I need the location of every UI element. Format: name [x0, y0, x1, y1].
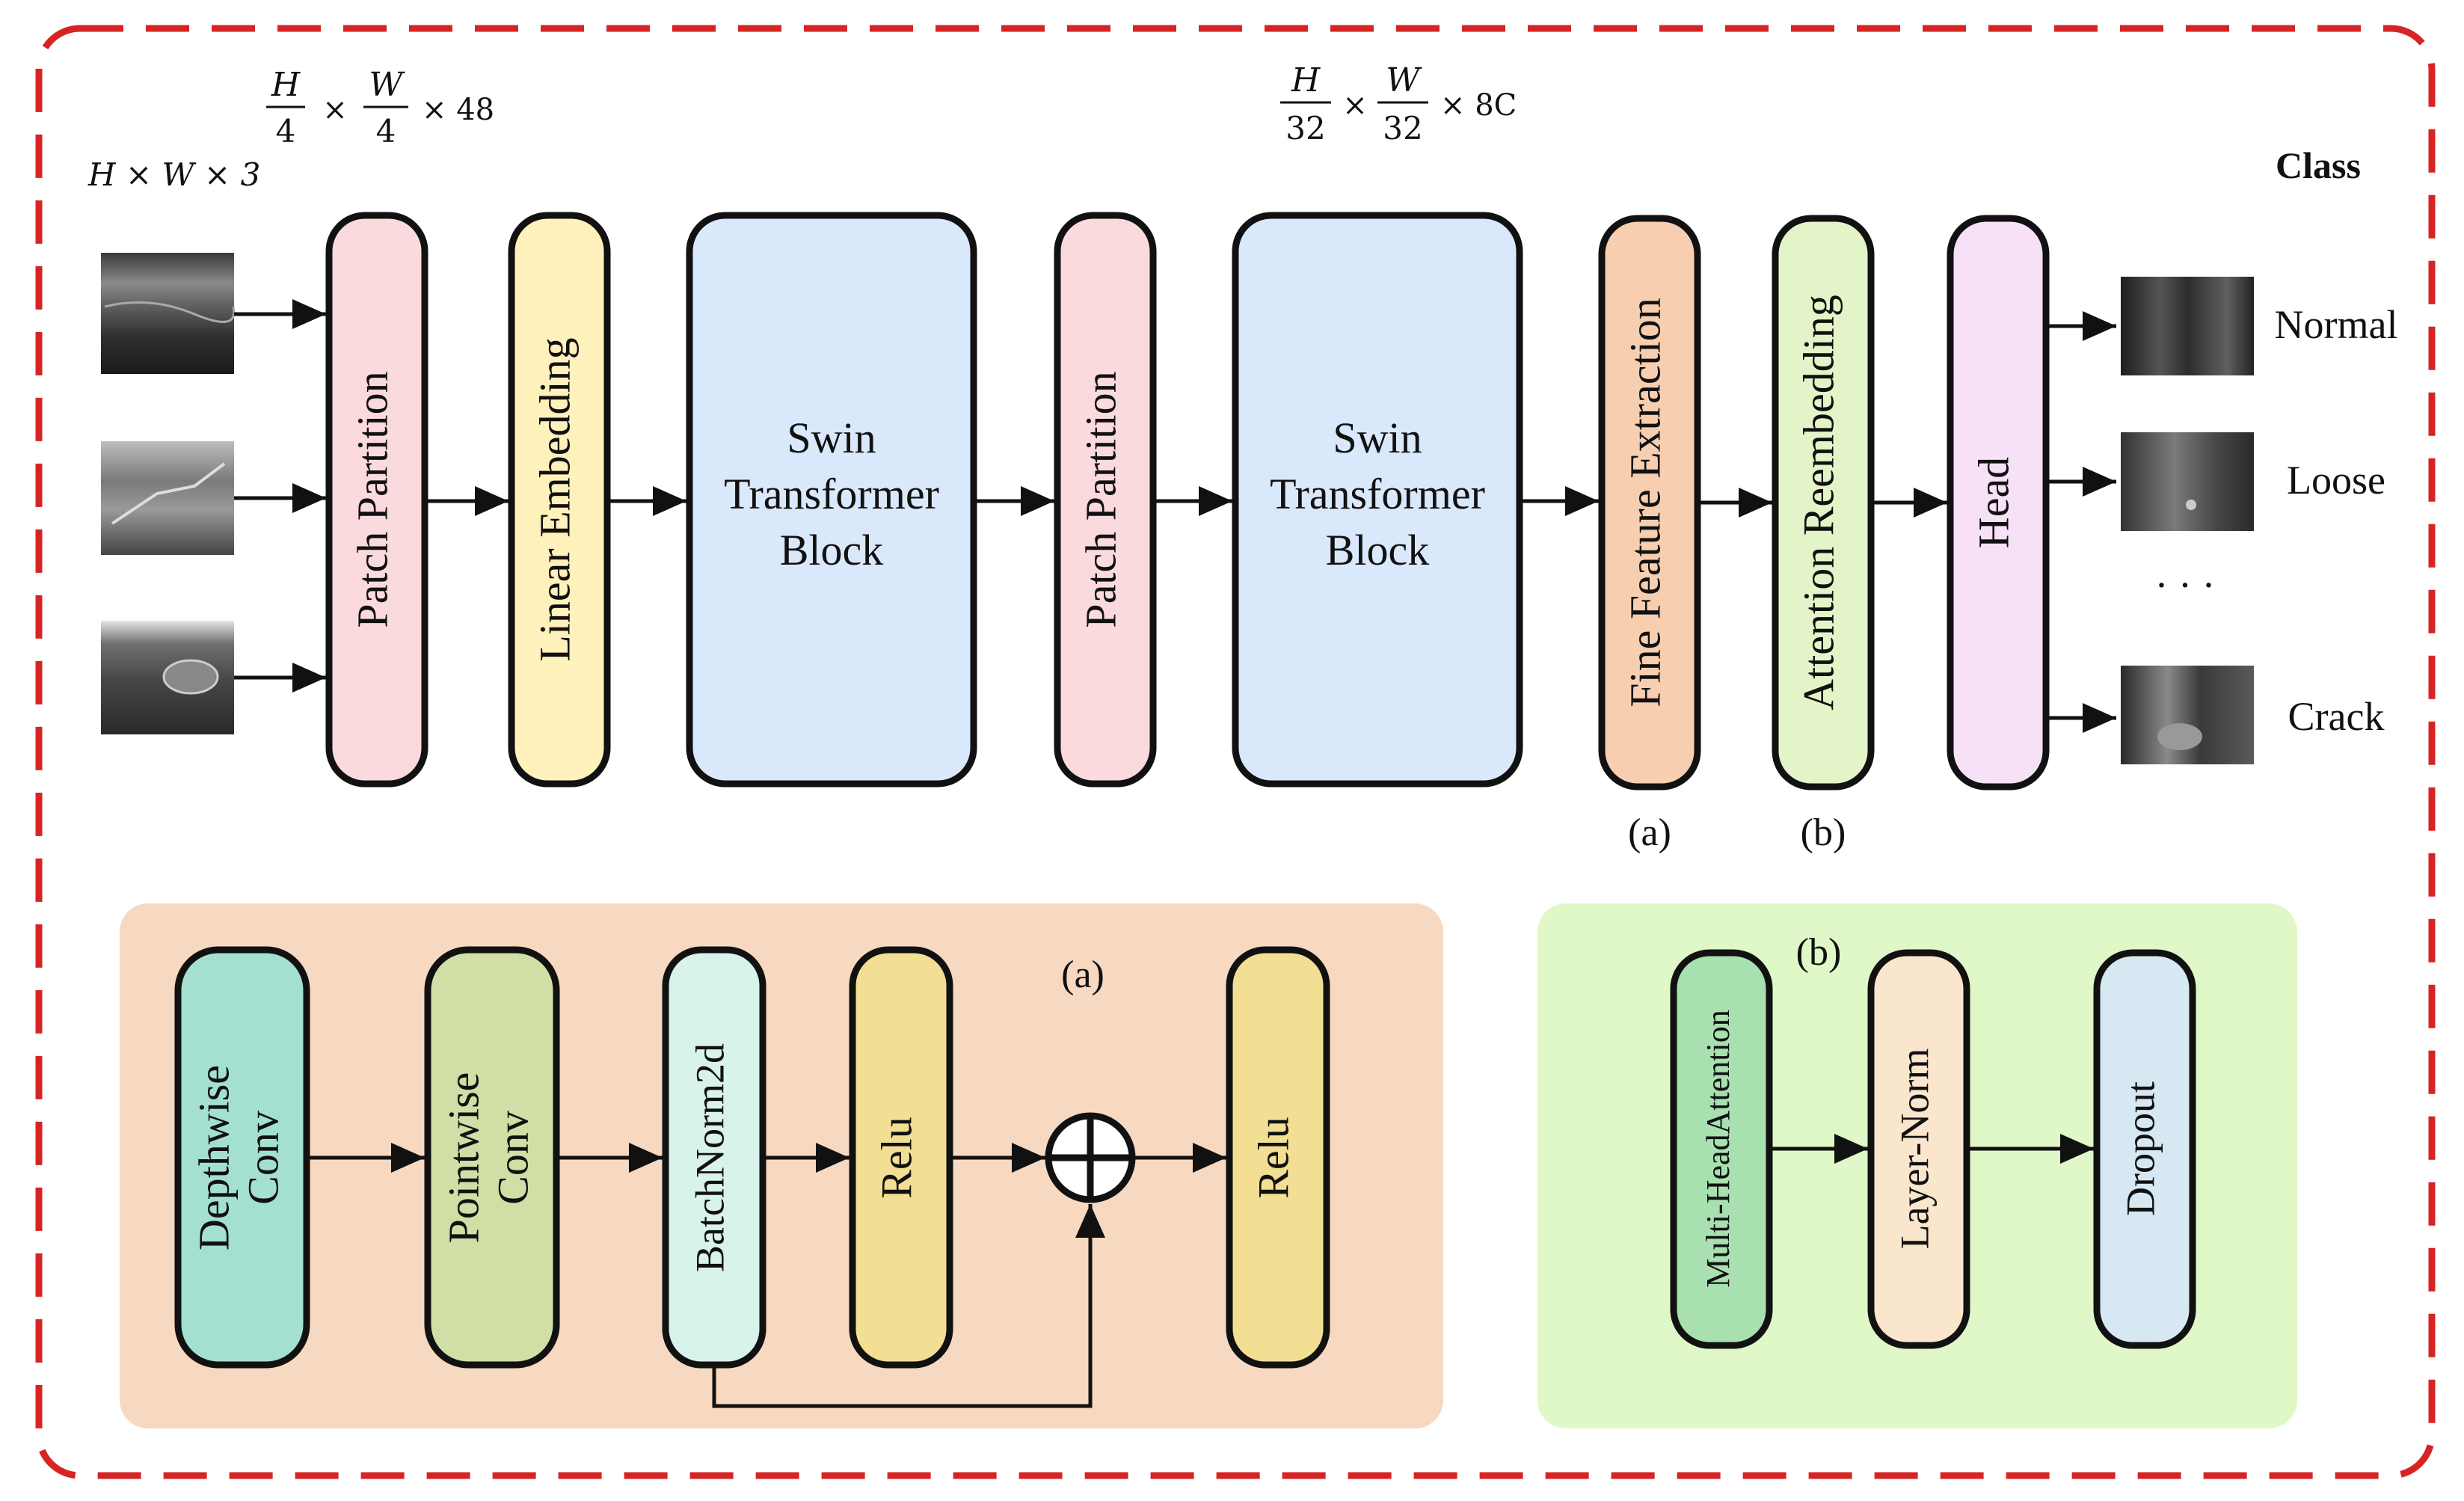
relu-block-1: Relu	[849, 946, 953, 1369]
swin-transformer-block-1: Swin Transformer Block	[686, 212, 977, 788]
class-ellipsis: · · ·	[2155, 562, 2216, 607]
pointwise-conv-block: Pointwise Conv	[424, 946, 560, 1369]
patch-partition-block-2: Patch Partition	[1054, 212, 1157, 788]
pointwise-label-line-2: Conv	[488, 1111, 537, 1205]
fine-feature-tag: (a)	[1628, 811, 1671, 854]
swin-label-2-line-1: Swin	[1333, 414, 1422, 462]
relu-block-2: Relu	[1226, 946, 1330, 1369]
patch-dims-annotation: H 4 × W 4 × 48	[266, 66, 494, 150]
class-crack-label: Crack	[2288, 694, 2385, 739]
layer-norm-label: Layer-Norm	[1892, 1049, 1937, 1250]
swin-transformer-block-2: Swin Transformer Block	[1232, 212, 1523, 788]
fine-feature-extraction-label: Fine Feature Extraction	[1620, 298, 1669, 707]
depthwise-conv-block: Depthwise Conv	[174, 946, 310, 1369]
svg-text:4: 4	[276, 113, 296, 150]
class-normal-label: Normal	[2275, 302, 2398, 347]
attention-reembedding-label: Attention Reembedding	[1794, 295, 1843, 710]
output-image-loose	[2121, 432, 2254, 531]
multihead-attention-label: Multi-HeadAttention	[1700, 1010, 1736, 1288]
svg-text:W: W	[369, 66, 405, 104]
swin-dims-annotation: H 32 × W 32 × 8C	[1280, 61, 1517, 147]
svg-text:32: 32	[1285, 110, 1325, 147]
attention-tag: (b)	[1801, 811, 1846, 854]
input-image-3	[101, 621, 234, 734]
outer-dashed-border	[35, 25, 2436, 1479]
svg-text:4: 4	[376, 113, 396, 150]
class-loose-label: Loose	[2287, 458, 2385, 503]
output-image-crack	[2121, 666, 2254, 764]
dropout-block: Dropout	[2093, 949, 2196, 1349]
patch-partition-block-1: Patch Partition	[325, 212, 428, 788]
input-image-1	[101, 253, 236, 374]
output-image-normal	[2121, 277, 2254, 375]
svg-text:×: ×	[1342, 88, 1368, 123]
panel-b-tag: (b)	[1796, 931, 1842, 974]
head-block: Head	[1947, 215, 2050, 791]
multihead-attention-block: Multi-HeadAttention	[1670, 949, 1773, 1349]
pointwise-label-line-1: Pointwise	[439, 1072, 488, 1244]
svg-text:H: H	[1291, 61, 1321, 99]
swin-label-1-line-3: Block	[780, 526, 884, 574]
layer-norm-block: Layer-Norm	[1867, 949, 1970, 1349]
linear-embedding-block: Linear Embedding	[508, 212, 611, 788]
svg-text:W: W	[1386, 61, 1422, 99]
svg-text:×: ×	[322, 93, 348, 127]
class-title: Class	[2276, 144, 2361, 186]
relu-label-1: Relu	[872, 1117, 921, 1199]
head-label: Head	[1969, 457, 2018, 548]
linear-embedding-label: Linear Embedding	[530, 337, 579, 661]
patch-partition-label-2: Patch Partition	[1076, 371, 1125, 627]
relu-label-2: Relu	[1249, 1117, 1297, 1199]
panel-a-tag: (a)	[1061, 954, 1105, 996]
input-image-2	[101, 441, 234, 555]
depthwise-label-line-2: Conv	[239, 1111, 287, 1205]
patch-partition-label-1: Patch Partition	[348, 371, 396, 627]
input-dims-label: H × W × 3	[87, 156, 260, 193]
swin-label-1-line-2: Transformer	[724, 470, 939, 518]
svg-text:H: H	[271, 66, 301, 104]
fine-feature-extraction-block: Fine Feature Extraction	[1598, 215, 1701, 791]
swin-label-1-line-1: Swin	[787, 414, 876, 462]
add-operator-icon	[1045, 1112, 1136, 1203]
arrow-skip-connection	[712, 1204, 1105, 1408]
svg-text:32: 32	[1383, 110, 1422, 147]
swin-label-2-line-2: Transformer	[1270, 470, 1485, 518]
swin-label-2-line-3: Block	[1326, 526, 1430, 574]
svg-text:× 48: × 48	[422, 93, 494, 127]
depthwise-label-line-1: Depthwise	[189, 1065, 238, 1250]
svg-text:× 8C: × 8C	[1440, 88, 1517, 123]
batchnorm2d-label: BatchNorm2d	[687, 1043, 732, 1272]
batchnorm2d-block: BatchNorm2d	[662, 946, 766, 1369]
dropout-label: Dropout	[2118, 1081, 2163, 1216]
attention-reembedding-block: Attention Reembedding	[1772, 215, 1875, 791]
